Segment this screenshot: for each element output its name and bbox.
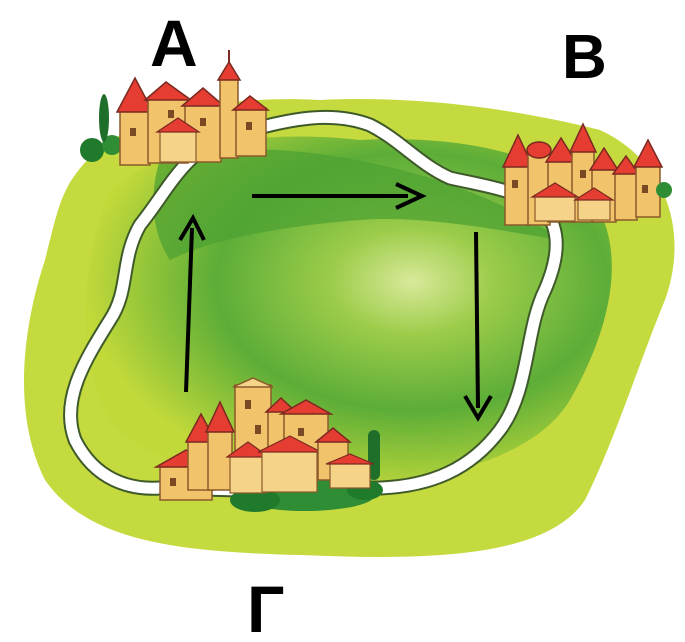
label-town-g: Г [247,572,284,642]
label-town-b: В [562,23,607,92]
label-town-a: А [150,6,198,80]
